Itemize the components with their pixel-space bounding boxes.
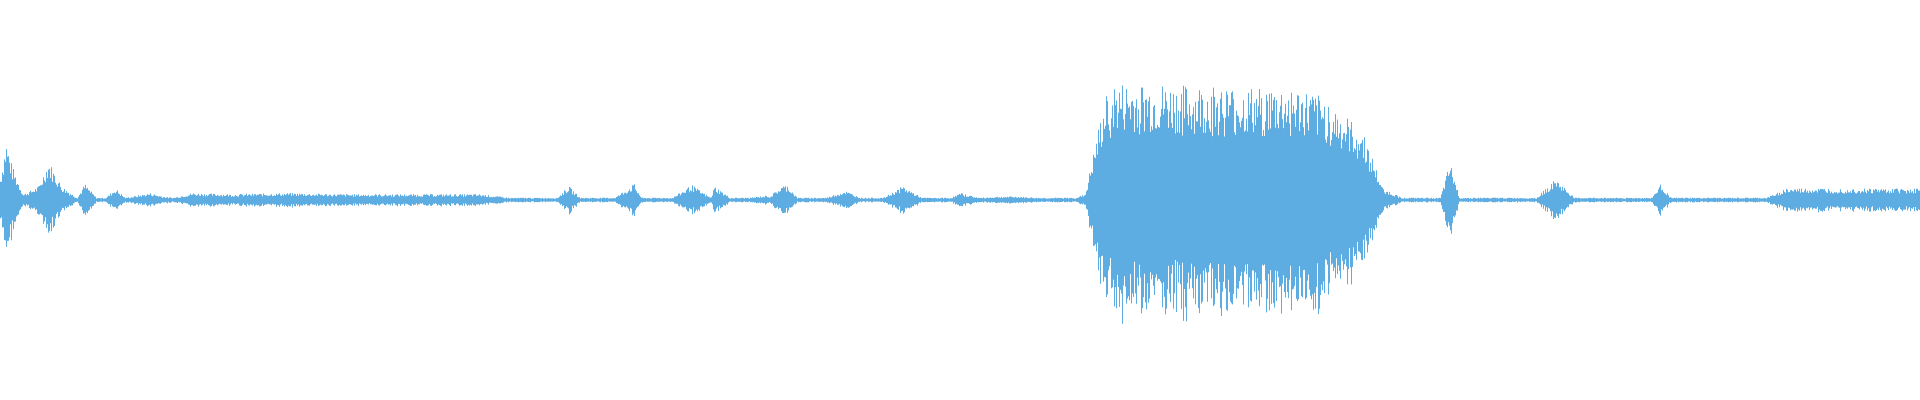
waveform-path xyxy=(0,85,1920,324)
waveform-bars xyxy=(0,85,1920,324)
